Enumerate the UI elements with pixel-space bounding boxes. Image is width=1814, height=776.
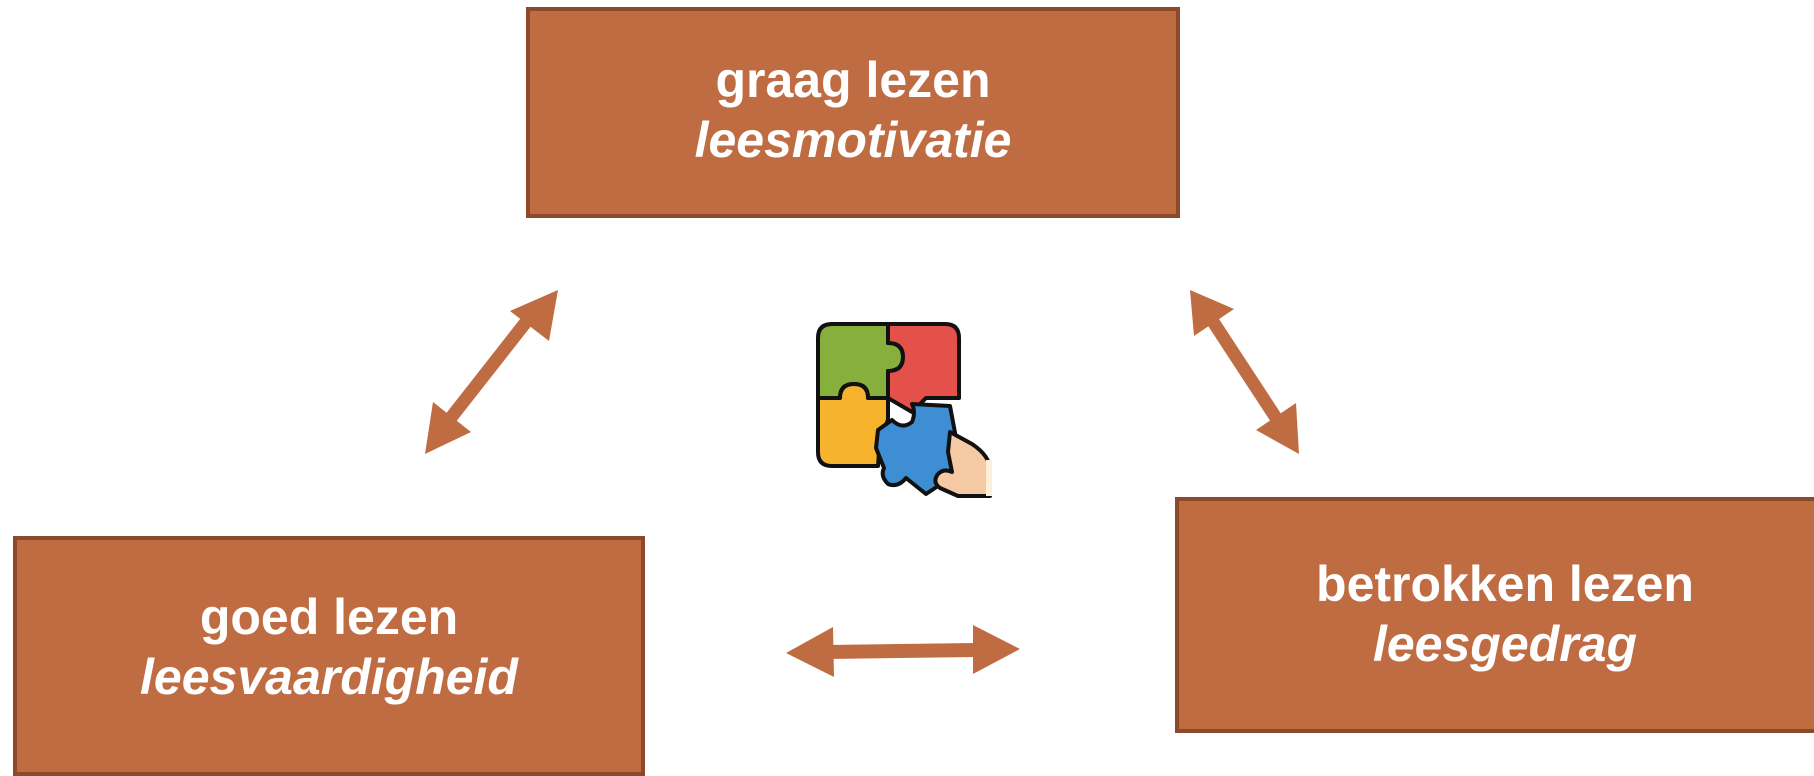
- box-graag-lezen: graag lezen leesmotivatie: [526, 7, 1180, 218]
- puzzle-piece-yellow: [816, 382, 890, 468]
- box-subtitle: leesvaardigheid: [140, 649, 518, 705]
- box-title: betrokken lezen: [1316, 556, 1694, 612]
- box-subtitle: leesmotivatie: [694, 111, 1012, 168]
- box-betrokken-lezen: betrokken lezen leesgedrag: [1175, 497, 1814, 733]
- box-goed-lezen-text: goed lezen leesvaardigheid: [140, 587, 518, 707]
- box-goed-lezen: goed lezen leesvaardigheid: [13, 536, 645, 776]
- double-arrow-top-left: [425, 290, 558, 454]
- puzzle-piece-red: [886, 322, 961, 414]
- double-arrow-top-right: [1190, 290, 1299, 454]
- double-arrow-left-right: [786, 625, 1020, 677]
- hand-cuff: [986, 460, 992, 496]
- box-subtitle: leesgedrag: [1372, 616, 1637, 672]
- box-graag-lezen-text: graag lezen leesmotivatie: [695, 50, 1012, 170]
- box-title: graag lezen: [715, 51, 991, 108]
- box-title: goed lezen: [199, 589, 459, 645]
- hand-shape: [933, 430, 992, 498]
- box-betrokken-lezen-text: betrokken lezen leesgedrag: [1316, 554, 1694, 674]
- puzzle-hand-icon: [816, 322, 992, 498]
